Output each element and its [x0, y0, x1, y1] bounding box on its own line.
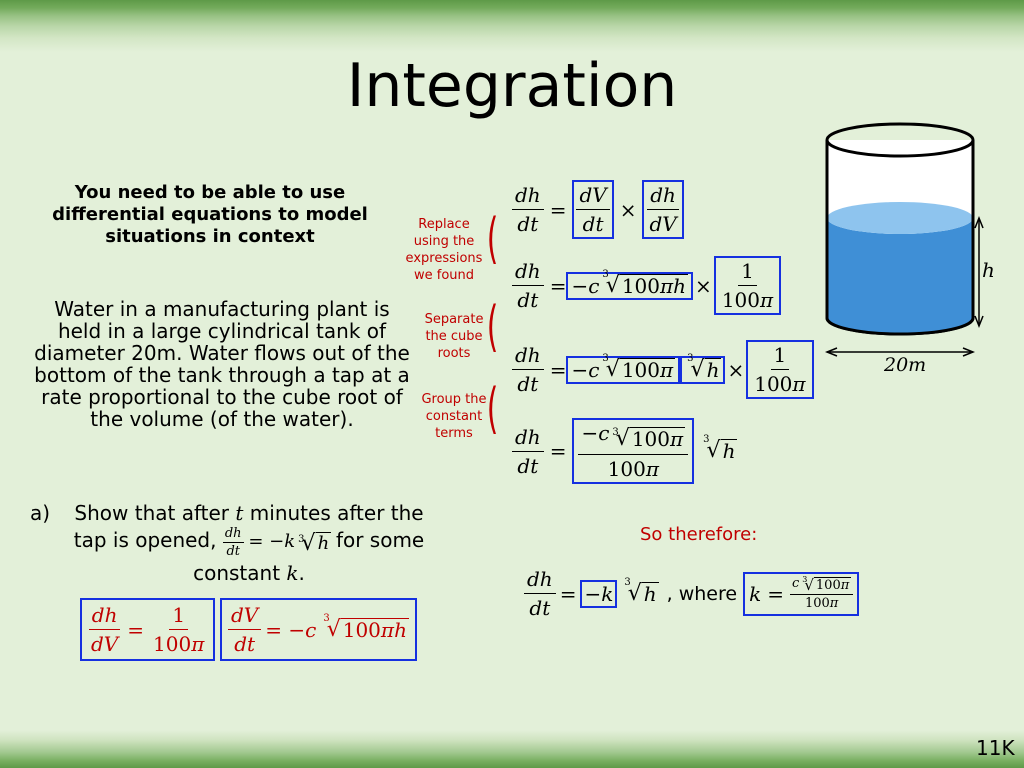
tank-diagram: [824, 122, 984, 357]
problem-text: Water in a manufacturing plant is held i…: [34, 297, 410, 431]
where-text: , where: [666, 582, 738, 605]
part-a-text-1: Show that after: [74, 501, 230, 525]
diameter-label: 20m: [884, 354, 927, 376]
note-group: Group the constant terms: [421, 392, 487, 441]
height-label: h: [982, 258, 995, 282]
therefore-text: So therefore:: [640, 524, 758, 545]
tank-rim: [825, 122, 975, 158]
part-a-var-t: t: [235, 501, 244, 525]
part-a: a) Show that after t minutes after the t…: [30, 501, 425, 585]
page-number: 11K: [976, 736, 1015, 760]
brace-replace: (: [486, 207, 499, 270]
part-a-var-k: k: [286, 561, 299, 585]
brace-separate: (: [486, 295, 499, 358]
water-surface: [827, 202, 973, 234]
intro-text: You need to be able to use differential …: [52, 182, 368, 247]
top-gradient-band: [0, 0, 1024, 52]
slide-title: Integration: [346, 51, 678, 121]
note-replace: Replace using the expressions we found: [405, 217, 483, 283]
bottom-gradient-band: [0, 730, 1024, 768]
part-a-label: a): [30, 501, 51, 525]
brace-group: (: [486, 377, 499, 440]
note-separate: Separate the cube roots: [424, 312, 484, 361]
part-a-text-2: minutes after the tap is opened,: [73, 501, 424, 552]
water-body: [827, 218, 973, 334]
part-a-text-3: for some constant: [193, 528, 425, 585]
